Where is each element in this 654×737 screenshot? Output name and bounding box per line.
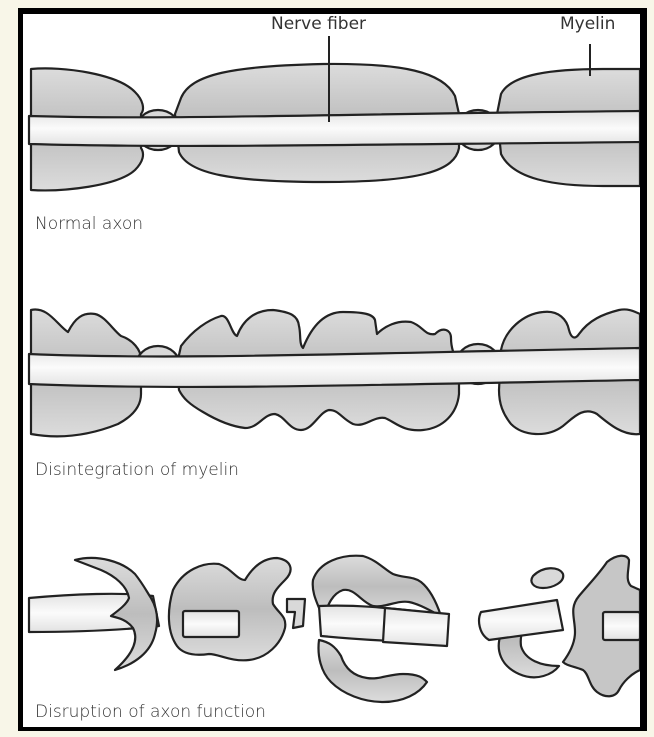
myelin-fragment <box>531 568 563 588</box>
normal-axon-illustration <box>29 36 640 190</box>
axon-fragment <box>479 600 563 640</box>
axon-fragment <box>287 599 305 628</box>
myelin-fragment <box>169 558 291 660</box>
caption-normal-axon: Normal axon <box>35 214 143 234</box>
disintegrating-myelin-illustration <box>29 309 640 436</box>
axon-diagram <box>23 14 640 727</box>
myelin-fragment <box>319 640 428 702</box>
diagram-panel: Nerve fiber Myelin Normal axon Disintegr… <box>23 14 640 727</box>
disrupted-axon-illustration <box>29 556 640 702</box>
caption-disintegration-of-myelin: Disintegration of myelin <box>35 460 239 480</box>
axon-fragment <box>183 611 239 637</box>
myelin-label: Myelin <box>560 14 615 34</box>
caption-disruption-of-axon-function: Disruption of axon function <box>35 702 266 722</box>
nerve-fiber-label: Nerve fiber <box>271 14 366 34</box>
nerve-fiber-axon <box>29 111 640 146</box>
axon-fragment <box>603 612 640 640</box>
axon-fragment <box>383 608 449 646</box>
